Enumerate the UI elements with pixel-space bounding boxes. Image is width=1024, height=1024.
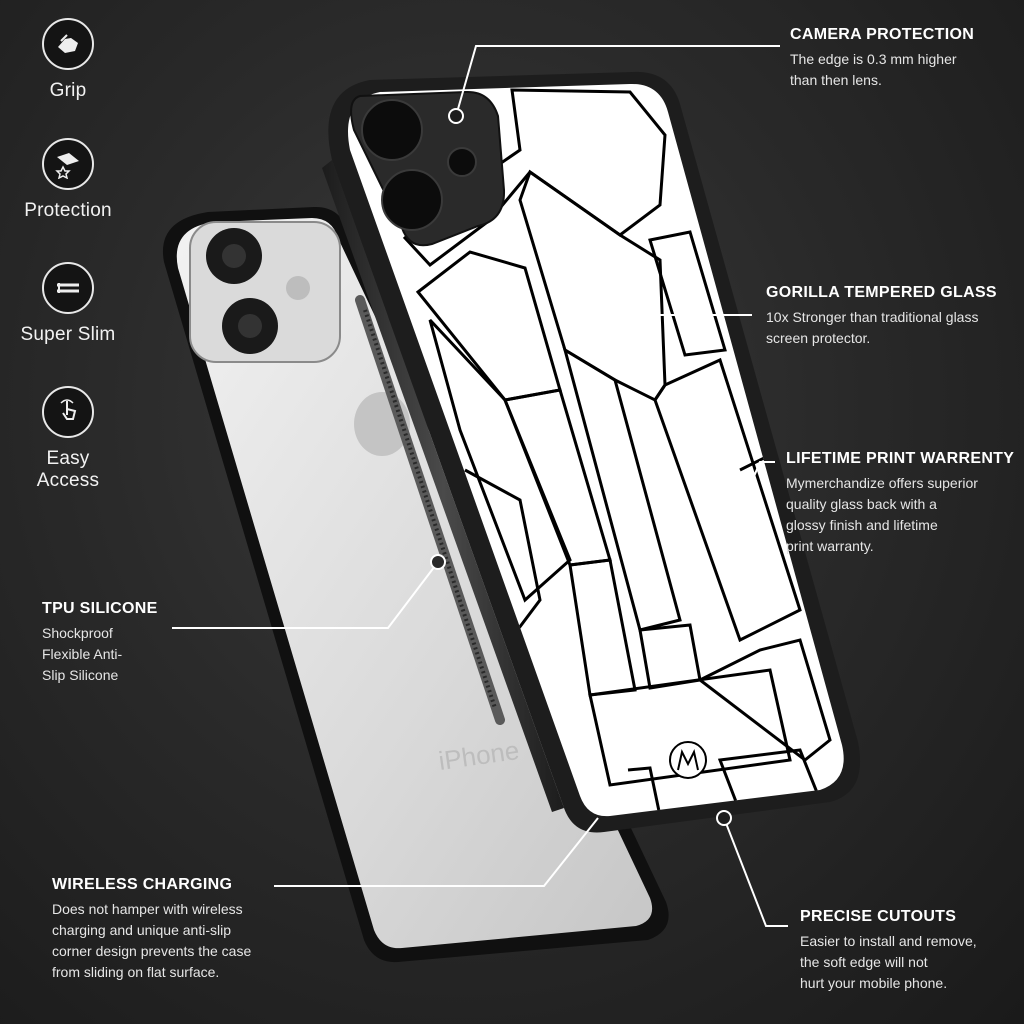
callout-tpu-desc: Shockproof Flexible Anti- Slip Silicone <box>42 625 123 683</box>
callout-cutouts-desc: Easier to install and remove, the soft e… <box>800 933 977 991</box>
camera-module <box>350 90 506 247</box>
feature-easy-access: Easy Access <box>16 386 120 492</box>
callout-camera-desc: The edge is 0.3 mm higher than then lens… <box>790 51 957 88</box>
callout-lines <box>172 45 788 927</box>
touch-access-icon <box>42 386 94 438</box>
feature-super-slim: Super Slim <box>16 262 120 346</box>
camera-callout-dot <box>448 108 464 124</box>
feature-grip-label: Grip <box>49 80 87 101</box>
feature-protection-label: Protection <box>24 200 112 221</box>
hand-grip-icon <box>42 18 94 70</box>
brand-logo-icon <box>669 741 707 779</box>
callout-lifetime-title: LIFETIME PRINT WARRENTY <box>786 450 1015 467</box>
callout-tpu-silicone: TPU SILICONE Shockproof Flexible Anti- S… <box>42 600 182 686</box>
callout-wireless-charging: WIRELESS CHARGING Does not hamper with w… <box>52 876 282 983</box>
callout-camera-title: CAMERA PROTECTION <box>790 26 975 43</box>
slim-profile-icon <box>42 262 94 314</box>
feature-easy-access-label: Easy Access <box>36 448 100 491</box>
shield-star-icon <box>42 138 94 190</box>
callout-tpu-title: TPU SILICONE <box>42 600 158 617</box>
feature-protection: Protection <box>16 138 120 222</box>
callout-lifetime-warranty: LIFETIME PRINT WARRENTY Mymerchandize of… <box>786 450 1022 557</box>
callout-cutouts-title: PRECISE CUTOUTS <box>800 908 957 925</box>
callout-gorilla-desc: 10x Stronger than traditional glass scre… <box>766 309 979 346</box>
feature-grip: Grip <box>16 18 120 102</box>
callout-gorilla-glass: GORILLA TEMPERED GLASS 10x Stronger than… <box>766 284 1016 349</box>
callout-lifetime-desc: Mymerchandize offers superior quality gl… <box>786 475 978 554</box>
tpu-callout-dot <box>430 554 446 570</box>
feature-super-slim-label: Super Slim <box>20 324 116 345</box>
callout-camera-protection: CAMERA PROTECTION The edge is 0.3 mm hig… <box>790 26 1010 91</box>
callout-wireless-desc: Does not hamper with wireless charging a… <box>52 901 252 980</box>
callout-wireless-title: WIRELESS CHARGING <box>52 876 233 893</box>
callout-gorilla-title: GORILLA TEMPERED GLASS <box>766 284 997 301</box>
callout-precise-cutouts: PRECISE CUTOUTS Easier to install and re… <box>800 908 1010 994</box>
cutout-callout-dot <box>716 810 732 826</box>
